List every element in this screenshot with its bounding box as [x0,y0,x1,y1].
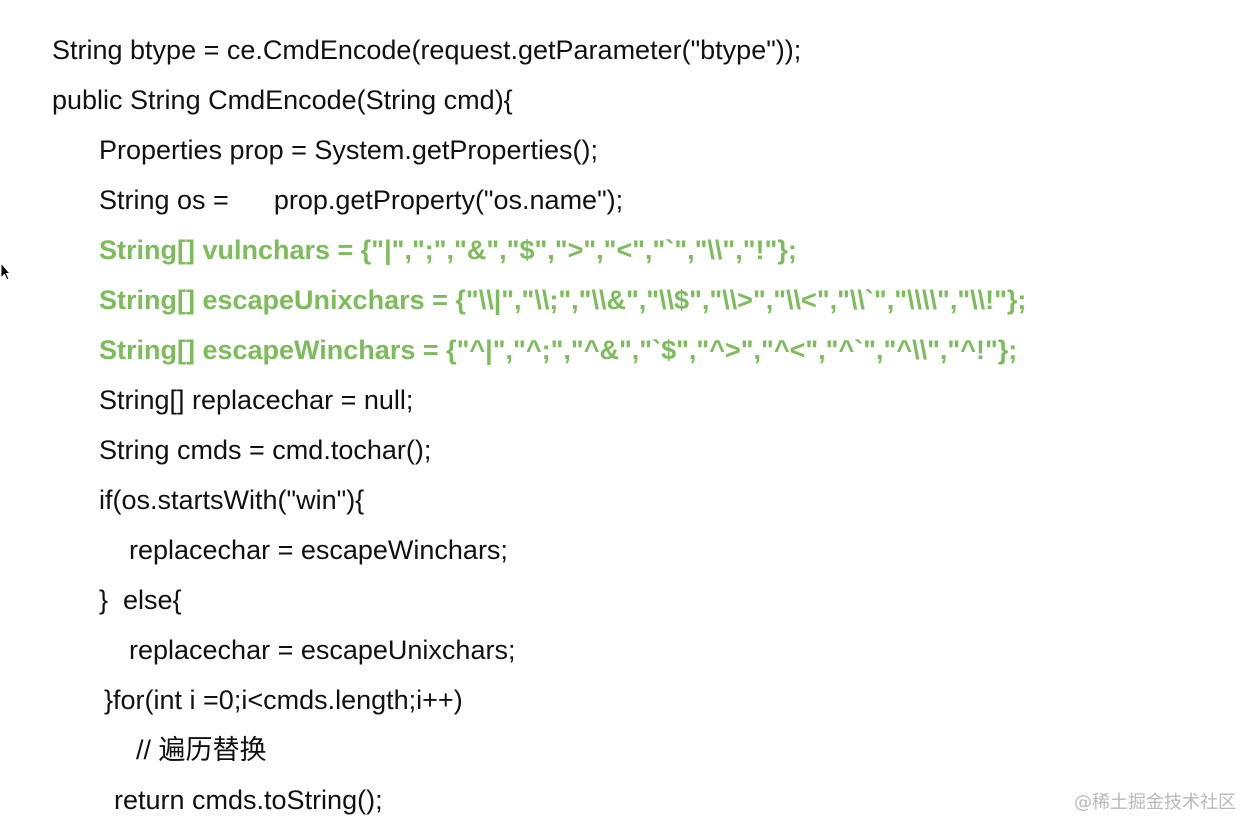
code-line-14: }for(int i =0;i<cmds.length;i++) [104,685,463,715]
code-line-8: String[] replacechar = null; [99,385,414,415]
code-line-16: return cmds.toString(); [114,785,383,815]
code-line-3: Properties prop = System.getProperties()… [99,135,598,165]
watermark: @稀土掘金技术社区 [1074,792,1236,813]
code-line-5-highlighted: String[] vulnchars = {"|",";","&","$",">… [99,235,797,265]
code-line-10: if(os.startsWith("win"){ [99,485,365,515]
code-line-6-highlighted: String[] escapeUnixchars = {"\\|","\\;",… [99,285,1027,315]
code-line-1: String btype = ce.CmdEncode(request.getP… [52,35,802,65]
code-line-15-comment: // 遍历替换 [136,735,267,765]
code-line-12: } else{ [99,585,182,615]
code-line-9: String cmds = cmd.tochar(); [99,435,432,465]
code-line-13: replacechar = escapeUnixchars; [129,635,516,665]
code-line-2: public String CmdEncode(String cmd){ [52,85,513,115]
code-line-7-highlighted: String[] escapeWinchars = {"^|","^;","^&… [99,335,1018,365]
code-line-4: String os = prop.getProperty("os.name"); [99,185,624,215]
mouse-pointer-icon [0,262,10,281]
code-line-11: replacechar = escapeWinchars; [129,535,508,565]
